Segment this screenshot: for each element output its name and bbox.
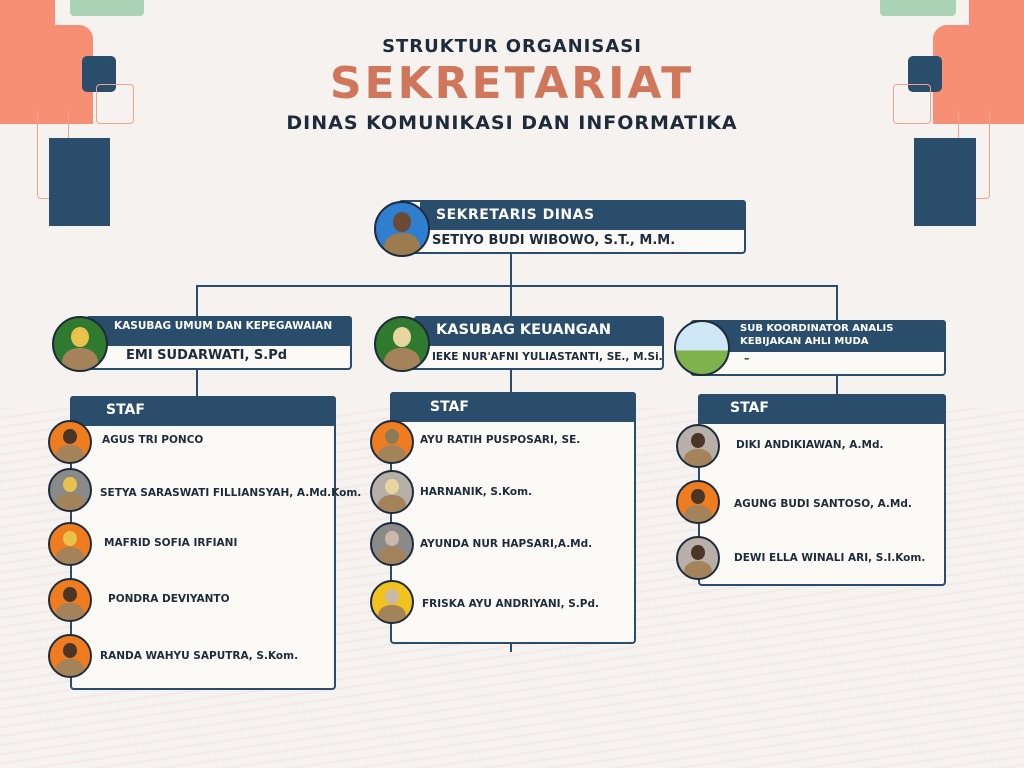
deco-mint-bar-right bbox=[880, 0, 956, 16]
deco-navy-square-right bbox=[908, 56, 942, 92]
unit3-position: SUB KOORDINATOR ANALIS KEBIJAKAN AHLI MU… bbox=[740, 323, 894, 347]
staff-1-2: SETYA SARASWATI FILLIANSYAH, A.Md.Kom. bbox=[100, 487, 362, 499]
staff-label-3: STAF bbox=[730, 400, 769, 416]
deco-mint-bar-left bbox=[70, 0, 144, 16]
head-position-bar bbox=[420, 200, 746, 230]
staff-label-1: STAF bbox=[106, 402, 145, 418]
staff-header-3 bbox=[698, 394, 946, 424]
staff-avatar bbox=[48, 634, 92, 678]
head-name: SETIYO BUDI WIBOWO, S.T., M.M. bbox=[432, 233, 676, 248]
staff-3-1: DIKI ANDIKIAWAN, A.Md. bbox=[736, 439, 884, 451]
connector-middle-staff bbox=[510, 370, 512, 396]
staff-avatar bbox=[370, 470, 414, 514]
deco-navy-bar-left bbox=[49, 138, 110, 226]
connector-right-staff bbox=[836, 374, 838, 396]
staff-label-2: STAF bbox=[430, 399, 469, 415]
staff-box-3 bbox=[698, 394, 946, 586]
staff-avatar bbox=[48, 468, 92, 512]
staff-avatar bbox=[48, 522, 92, 566]
unit3-avatar-placeholder bbox=[674, 320, 730, 376]
unit2-name: IEKE NUR'AFNI YULIASTANTI, SE., M.Si. bbox=[432, 351, 663, 363]
staff-avatar bbox=[48, 578, 92, 622]
unit2-avatar bbox=[374, 316, 430, 372]
deco-outline-square-left bbox=[96, 84, 134, 124]
title-sekretariat: SEKRETARIAT bbox=[329, 58, 695, 109]
unit2-position: KASUBAG KEUANGAN bbox=[436, 322, 611, 338]
title-agency: DINAS KOMUNIKASI DAN INFORMATIKA bbox=[286, 112, 738, 134]
title-structure: STRUKTUR ORGANISASI bbox=[382, 36, 642, 57]
staff-header-1 bbox=[70, 396, 336, 426]
staff-1-3: MAFRID SOFIA IRFIANI bbox=[104, 537, 238, 549]
staff-1-4: PONDRA DEVIYANTO bbox=[108, 593, 230, 605]
staff-3-3: DEWI ELLA WINALI ARI, S.I.Kom. bbox=[734, 552, 926, 564]
staff-avatar bbox=[676, 424, 720, 468]
unit1-name: EMI SUDARWATI, S.Pd bbox=[126, 348, 288, 363]
connector-middle-tail bbox=[510, 642, 512, 652]
staff-2-2: HARNANIK, S.Kom. bbox=[420, 486, 533, 498]
unit1-avatar bbox=[52, 316, 108, 372]
staff-2-3: AYUNDA NUR HAPSARI,A.Md. bbox=[420, 538, 593, 550]
head-avatar bbox=[374, 201, 430, 257]
staff-header-2 bbox=[390, 392, 636, 422]
deco-outline-square-right bbox=[893, 84, 931, 124]
staff-avatar bbox=[370, 580, 414, 624]
staff-3-2: AGUNG BUDI SANTOSO, A.Md. bbox=[734, 498, 912, 510]
connector-horizontal bbox=[196, 285, 838, 287]
connector-left-staff bbox=[196, 370, 198, 396]
staff-avatar bbox=[676, 536, 720, 580]
head-position: SEKRETARIS DINAS bbox=[436, 207, 595, 223]
unit3-name: – bbox=[744, 352, 750, 365]
connector-left-down bbox=[196, 285, 198, 320]
unit2-position-bar bbox=[414, 316, 664, 346]
connector-head-down bbox=[510, 254, 512, 286]
staff-avatar bbox=[48, 420, 92, 464]
connector-middle-down bbox=[510, 285, 512, 320]
staff-box-2 bbox=[390, 392, 636, 644]
staff-1-5: RANDA WAHYU SAPUTRA, S.Kom. bbox=[100, 650, 299, 662]
unit3-position-bar bbox=[702, 320, 946, 352]
unit1-position: KASUBAG UMUM DAN KEPEGAWAIAN bbox=[114, 320, 333, 332]
deco-salmon-round-left bbox=[0, 25, 93, 124]
staff-1-1: AGUS TRI PONCO bbox=[102, 434, 204, 446]
staff-avatar bbox=[370, 522, 414, 566]
unit1-position-bar bbox=[86, 316, 352, 346]
staff-avatar bbox=[370, 420, 414, 464]
staff-2-1: AYU RATIH PUSPOSARI, SE. bbox=[420, 434, 581, 446]
deco-salmon-round-right bbox=[933, 25, 1024, 124]
staff-box-1 bbox=[70, 396, 336, 690]
deco-navy-bar-right bbox=[914, 138, 976, 226]
staff-avatar bbox=[676, 480, 720, 524]
connector-right-down bbox=[836, 285, 838, 320]
staff-2-4: FRISKA AYU ANDRIYANI, S.Pd. bbox=[422, 598, 599, 610]
